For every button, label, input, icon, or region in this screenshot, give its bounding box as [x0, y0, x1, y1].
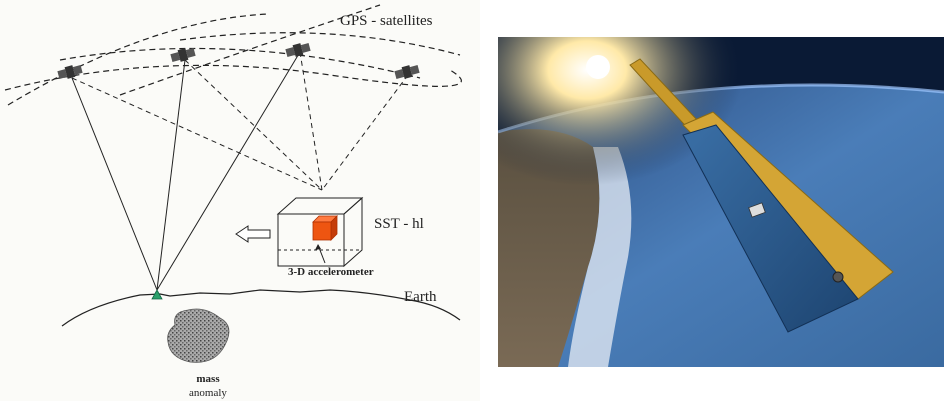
mass-label: mass	[196, 373, 220, 385]
mass-anomaly-blob	[167, 308, 230, 363]
orbit-arc	[119, 4, 381, 96]
ground-link	[156, 59, 186, 291]
gps-satellites-label: GPS - satellites	[340, 13, 433, 29]
gps-satellite-icon	[394, 65, 420, 79]
earth-surface	[61, 289, 461, 327]
accelerometer-label: 3-D accelerometer	[288, 266, 374, 278]
sun-icon	[586, 55, 610, 79]
satellite-sensor	[832, 271, 844, 283]
gps-satellite-icon	[285, 43, 311, 57]
ground-links	[71, 51, 301, 291]
gps-link	[321, 74, 409, 191]
satellite-illustration	[629, 58, 894, 333]
gps-link	[71, 77, 323, 191]
satellite-instrument	[748, 202, 766, 218]
gps-links	[71, 51, 409, 191]
gps-satellite-icon	[57, 65, 83, 79]
accelerometer-cube	[312, 215, 338, 241]
ground-station-icon	[151, 289, 163, 300]
satellite-photo	[498, 37, 944, 367]
diagram-background	[0, 0, 480, 401]
gps-satellite-icon	[170, 48, 196, 62]
anomaly-label: anomaly	[189, 387, 227, 399]
orbit-arc	[7, 13, 269, 106]
orbit-arc	[179, 32, 461, 56]
accelerometer-pointer-arrowhead	[315, 244, 321, 250]
sst-hl-label: SST - hl	[374, 216, 424, 232]
ground-link	[156, 51, 301, 291]
ground-link	[71, 77, 158, 291]
motion-arrow-icon	[235, 225, 271, 243]
earth-label: Earth	[404, 289, 437, 305]
orbit-arc	[59, 47, 421, 79]
solar-panel	[682, 124, 859, 333]
gps-link	[184, 59, 323, 191]
sst-hl-diagram: GPS - satellites SST - hl 3-D accelerome…	[0, 0, 480, 401]
